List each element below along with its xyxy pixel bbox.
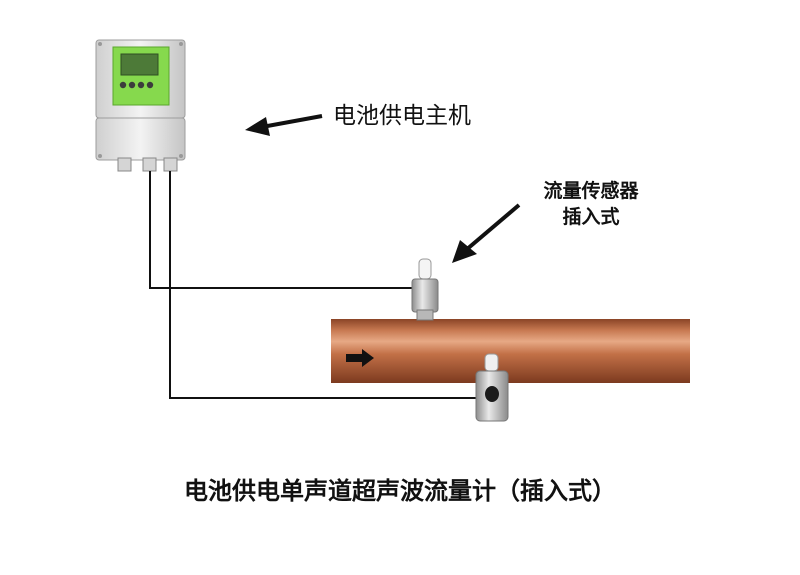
flow-direction-arrow-icon (346, 349, 374, 367)
host-screw-icon (179, 154, 183, 158)
sensor-label-line1: 流量传感器 (543, 180, 639, 202)
host-button (146, 81, 154, 89)
host-unit-label: 电池供电主机 (333, 103, 471, 129)
sensor-label-line2: 插入式 (562, 206, 620, 228)
cable-gland (163, 157, 178, 172)
cable-gland (117, 157, 132, 172)
host-screw-icon (179, 42, 183, 46)
sensor-pointer-arrow (464, 203, 521, 252)
sensor-cable-connector (485, 386, 499, 402)
host-unit (95, 39, 186, 172)
host-button (119, 81, 127, 89)
insertion-sensor-top (411, 258, 439, 321)
copper-pipe (331, 319, 690, 383)
sensor-head (484, 353, 499, 372)
host-housing-bottom (95, 117, 186, 161)
sensor-head (418, 258, 432, 280)
host-button (137, 81, 145, 89)
host-screw-icon (98, 154, 102, 158)
sensor-fitting (416, 309, 434, 321)
host-screw-icon (98, 42, 102, 46)
signal-wire-upstream (149, 171, 413, 289)
host-pointer-arrowhead (245, 117, 270, 136)
host-pointer-arrow (261, 114, 323, 129)
diagram-caption: 电池供电单声道超声波流量计（插入式） (184, 477, 616, 505)
insertion-sensor-bottom (475, 353, 509, 422)
cable-gland (142, 157, 157, 172)
host-button (128, 81, 136, 89)
host-lcd-screen (120, 53, 159, 76)
sensor-valve-body (411, 278, 439, 313)
sensor-pointer-arrowhead (452, 240, 477, 263)
signal-wire-downstream (169, 171, 478, 399)
